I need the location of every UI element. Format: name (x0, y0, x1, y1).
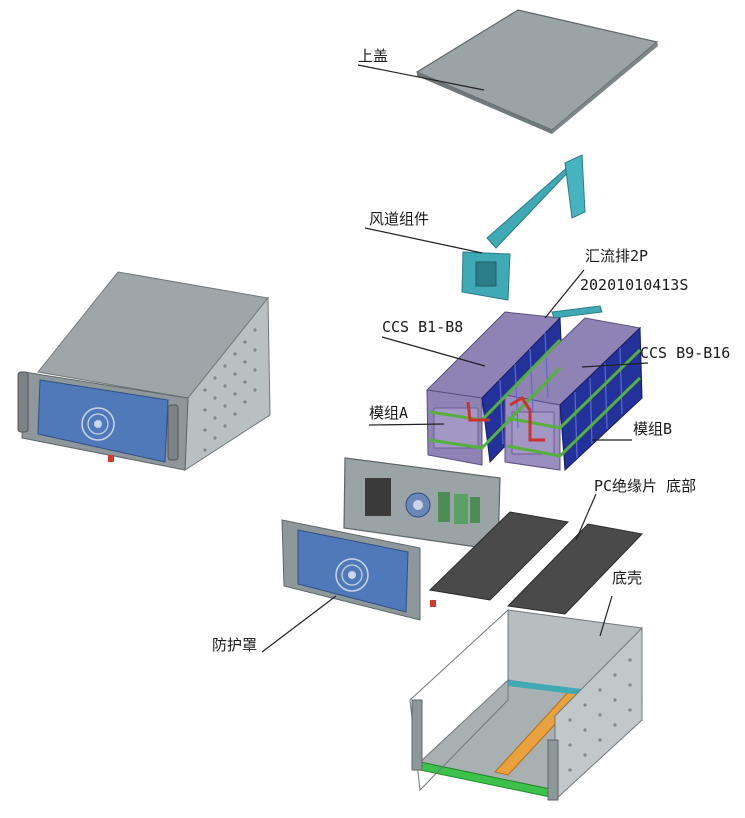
label-bottom-shell: 底壳 (612, 569, 642, 587)
air-duct-assembly-part (461, 154, 586, 301)
assembled-battery-unit (17, 271, 271, 471)
label-protective-cover: 防护罩 (212, 636, 257, 654)
label-ccs-b9-b16: CCS B9-B16 (640, 344, 730, 362)
label-air-duct-assembly: 风道组件 (369, 210, 429, 228)
label-ccs-b1-b8: CCS B1-B8 (382, 318, 463, 336)
label-module-a: 模组A (369, 404, 408, 422)
label-top-cover: 上盖 (358, 47, 388, 65)
pc-insulation-sheets-part (428, 511, 644, 615)
label-module-b: 模组B (633, 420, 672, 438)
leader-lines (261, 64, 649, 653)
protective-cover-part (281, 519, 436, 621)
label-part-number: 20201010413S (580, 276, 688, 294)
label-busbar-2p: 汇流排2P (585, 247, 648, 265)
battery-modules-part (425, 305, 643, 472)
top-cover-part (415, 9, 659, 134)
bottom-shell-part (409, 608, 644, 802)
label-pc-insulation-bottom: PC绝缘片 底部 (594, 477, 696, 495)
front-panel-part (343, 457, 501, 551)
